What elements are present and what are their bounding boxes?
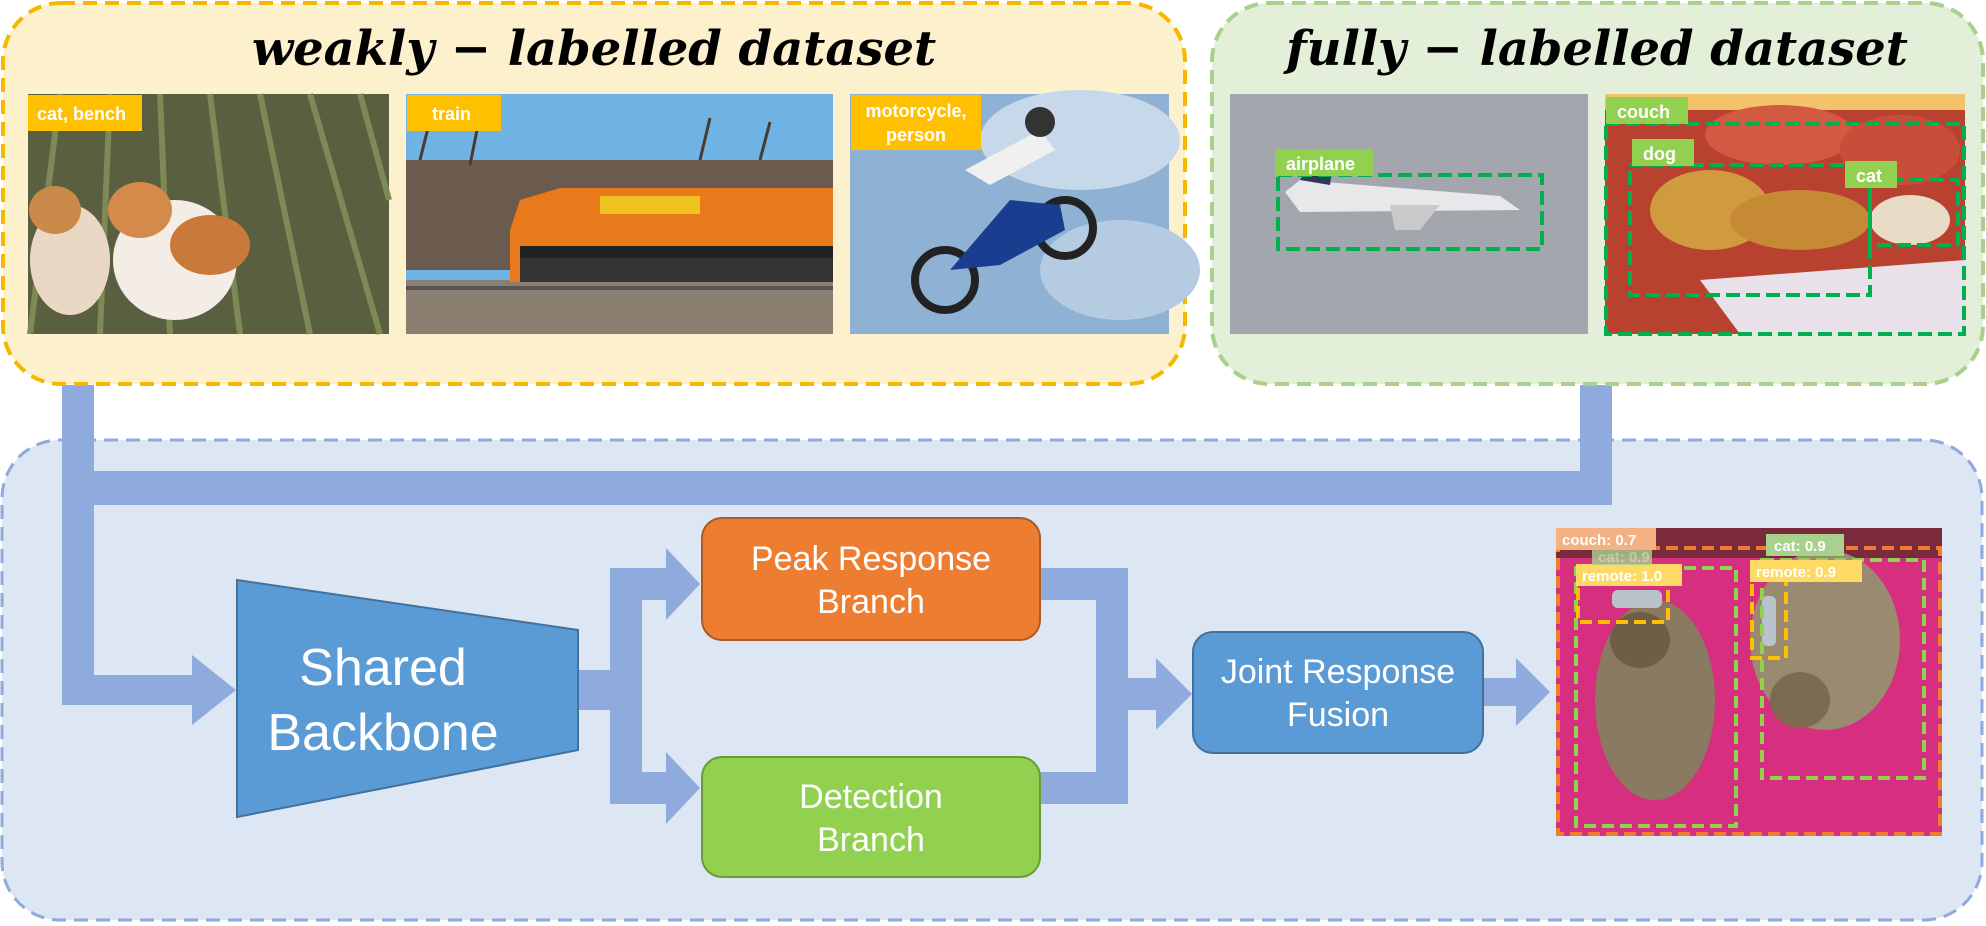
- weak-dataset-title: weakly − labelled dataset: [252, 21, 936, 77]
- shared-backbone: Shared Backbone: [236, 578, 579, 819]
- svg-text:remote: 1.0: remote: 1.0: [1582, 568, 1662, 585]
- svg-text:Fusion: Fusion: [1287, 696, 1389, 734]
- svg-text:couch: couch: [1617, 102, 1670, 122]
- svg-text:cat, bench: cat, bench: [37, 104, 126, 124]
- svg-text:motorcycle,: motorcycle,: [865, 101, 966, 121]
- svg-text:cat: 0.9: cat: 0.9: [1598, 549, 1650, 566]
- svg-text:airplane: airplane: [1286, 154, 1355, 174]
- svg-text:Joint Response: Joint Response: [1221, 653, 1455, 691]
- peak-response-branch: Peak Response Branch: [701, 517, 1041, 641]
- output-detection-labels: couch: 0.7 cat: 0.9 remote: 1.0 cat: 0.9…: [1556, 528, 1862, 586]
- svg-text:cat: 0.9: cat: 0.9: [1774, 538, 1826, 555]
- tag-motorcycle-person: motorcycle, person: [851, 95, 981, 150]
- svg-text:Backbone: Backbone: [267, 704, 498, 762]
- svg-text:train: train: [432, 104, 471, 124]
- detection-branch: Detection Branch: [701, 756, 1041, 878]
- svg-text:remote: 0.9: remote: 0.9: [1756, 564, 1836, 581]
- full-image-couch: [1605, 94, 1965, 334]
- full-airplane-annotations: airplane: [1275, 149, 1544, 251]
- dataset-connectors: [62, 385, 1612, 725]
- tag-train: train: [407, 95, 501, 131]
- svg-text:Peak Response: Peak Response: [751, 540, 991, 578]
- svg-text:couch: 0.7: couch: 0.7: [1562, 532, 1636, 549]
- weak-image-cats: [27, 93, 392, 335]
- svg-text:Branch: Branch: [817, 821, 925, 859]
- pipeline-arrows: [578, 548, 1550, 824]
- svg-text:Shared: Shared: [299, 639, 467, 697]
- full-image-airplane: [1230, 94, 1588, 334]
- svg-text:Branch: Branch: [817, 583, 925, 621]
- svg-text:dog: dog: [1643, 144, 1676, 164]
- full-couch-annotations: couch dog cat: [1604, 97, 1966, 336]
- joint-response-fusion: Joint Response Fusion: [1192, 631, 1484, 754]
- weak-image-train: [406, 94, 833, 334]
- svg-text:Detection: Detection: [799, 778, 943, 816]
- full-dataset-title: fully − labelled dataset: [1283, 21, 1908, 77]
- tag-cat-bench: cat, bench: [28, 95, 142, 131]
- svg-text:cat: cat: [1856, 166, 1882, 186]
- pipeline-panel: [0, 438, 1984, 922]
- svg-text:person: person: [886, 125, 946, 145]
